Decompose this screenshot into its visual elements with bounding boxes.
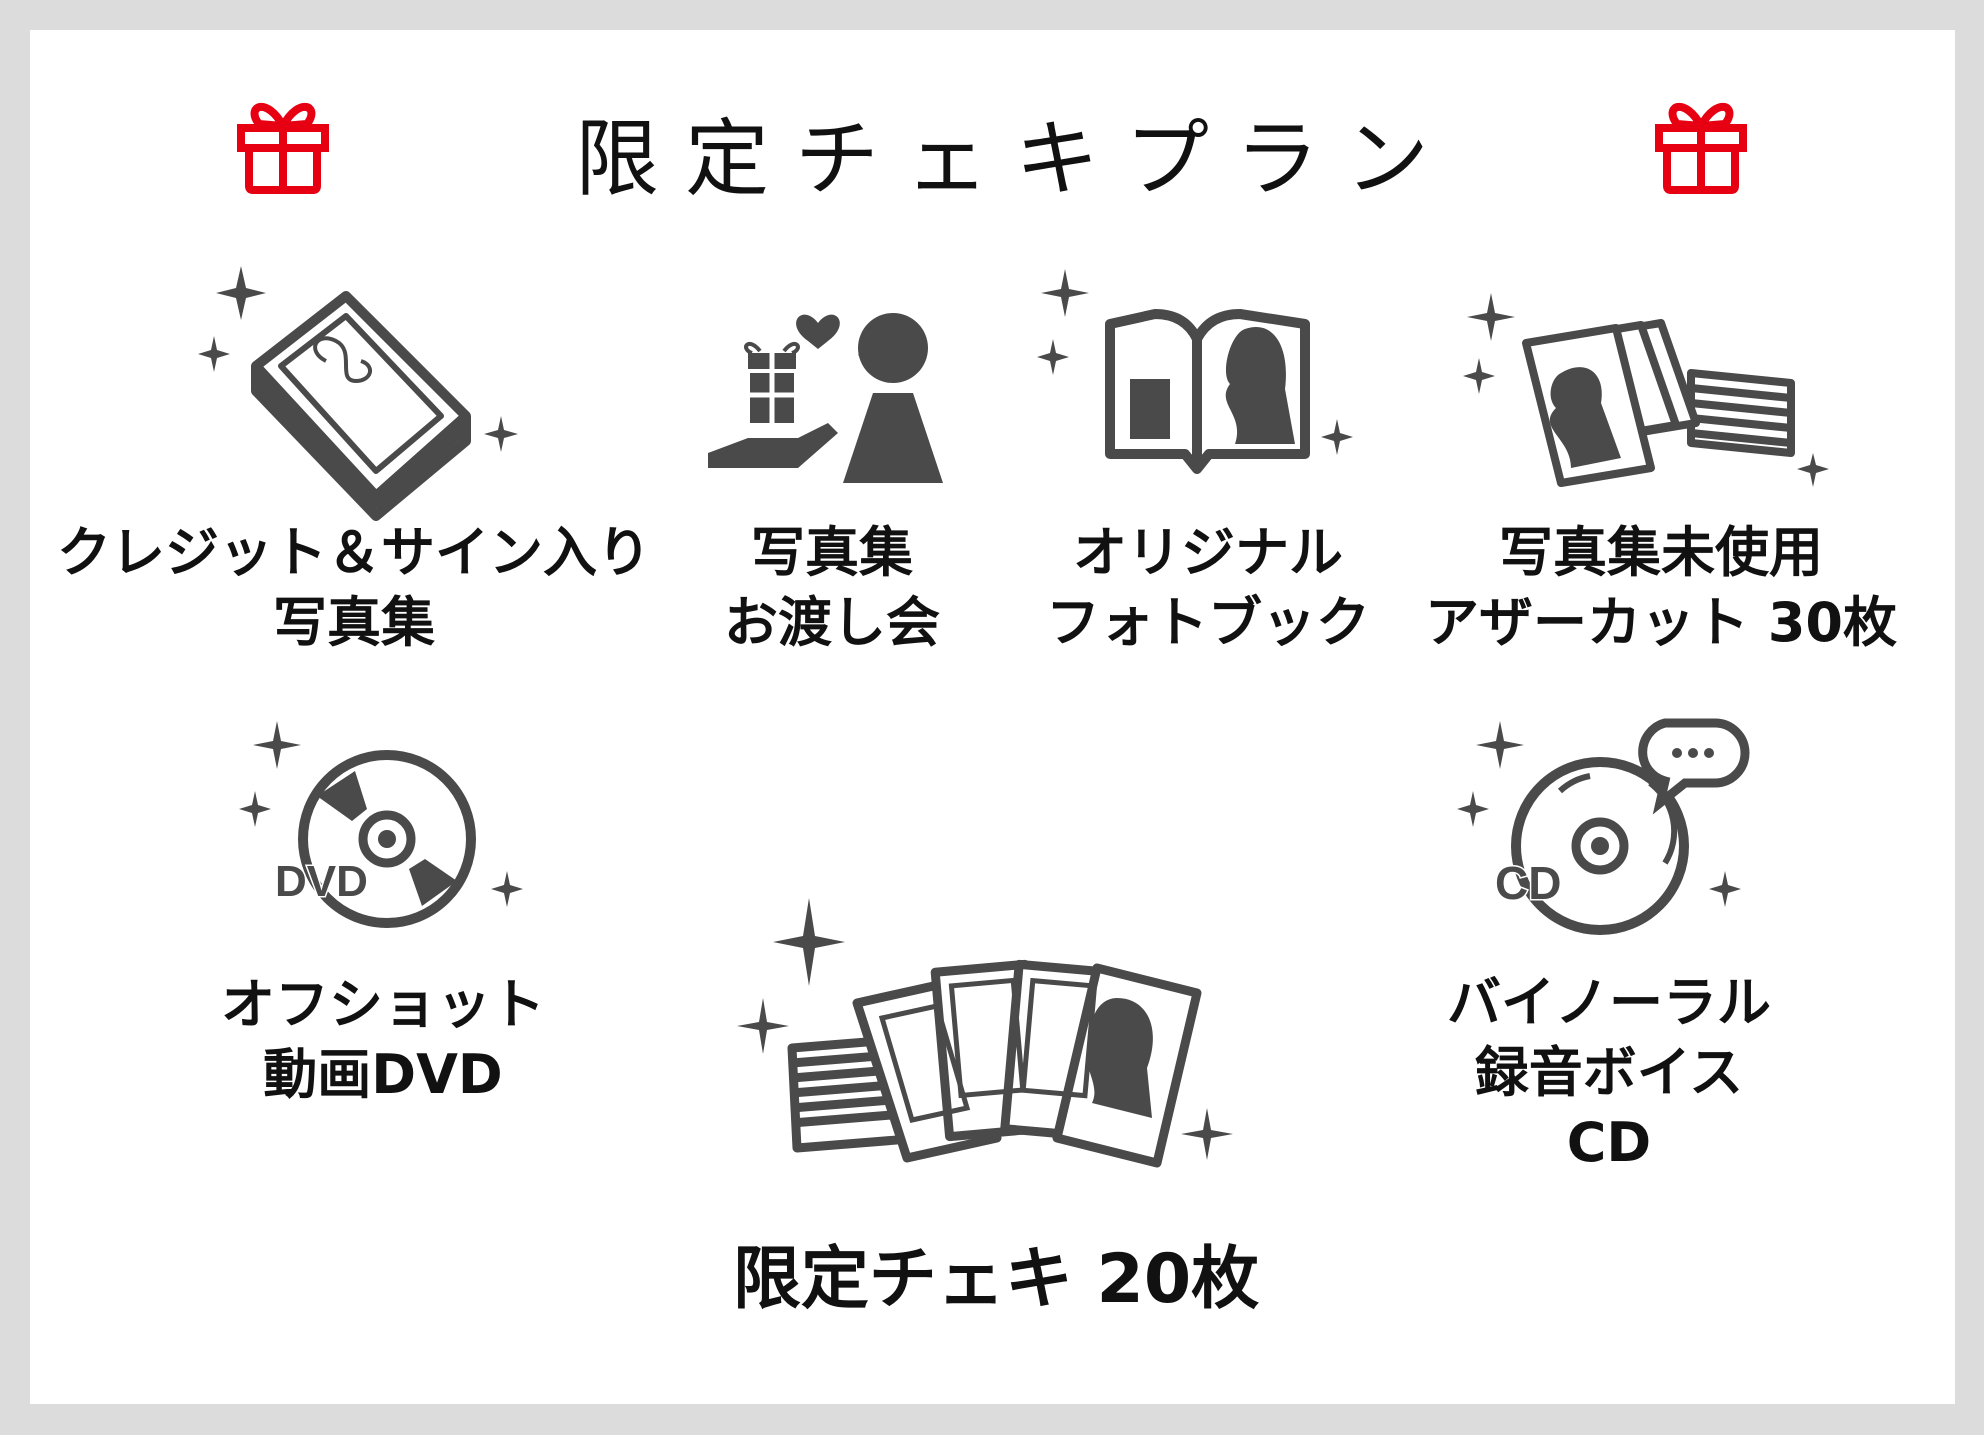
label-line: クレジット＆サイン入り bbox=[57, 521, 651, 584]
label-line: フォトブック bbox=[1046, 591, 1370, 654]
item-label-dvd: オフショット 動画DVD bbox=[221, 970, 545, 1110]
item-label-voice-cd: バイノーラル 録音ボイス CD bbox=[1447, 968, 1771, 1178]
open-photobook-icon bbox=[1037, 269, 1353, 474]
label-line: お渡し会 bbox=[724, 591, 940, 654]
photo-cards-icon bbox=[1463, 293, 1829, 487]
svg-text:DVD: DVD bbox=[275, 857, 368, 906]
label-line: 動画DVD bbox=[263, 1043, 503, 1106]
item-label-other-cuts: 写真集未使用 アザーカット 30枚 bbox=[1425, 518, 1897, 658]
label-line: 写真集 bbox=[273, 591, 435, 654]
item-label-signed-photobook: クレジット＆サイン入り 写真集 bbox=[57, 518, 651, 658]
item-label-handover: 写真集 お渡し会 bbox=[724, 518, 940, 658]
label-line: 写真集未使用 bbox=[1498, 521, 1823, 584]
label-line: 録音ボイス bbox=[1474, 1041, 1744, 1104]
gift-icon bbox=[1655, 102, 1747, 194]
label-line: オフショット bbox=[221, 973, 545, 1036]
item-label-original-photobook: オリジナル フォトブック bbox=[1046, 518, 1370, 658]
svg-text:CD: CD bbox=[1495, 857, 1561, 909]
label-line: CD bbox=[1566, 1111, 1652, 1174]
signed-photobook-icon bbox=[198, 266, 518, 521]
label-line: アザーカット 30枚 bbox=[1425, 591, 1897, 654]
main-item-label: 限定チェキ 20枚 bbox=[732, 1240, 1260, 1319]
plan-panel bbox=[30, 30, 1955, 1404]
gift-handover-icon bbox=[708, 313, 943, 483]
label-line: 写真集 bbox=[751, 521, 913, 584]
gift-icon bbox=[237, 102, 329, 194]
voice-cd-icon: CD bbox=[1457, 718, 1750, 935]
label-line: オリジナル bbox=[1073, 521, 1343, 584]
cheki-cards-icon bbox=[737, 898, 1233, 1168]
page-title: 限定チェキプラン bbox=[574, 110, 1455, 208]
label-line: バイノーラル bbox=[1447, 971, 1771, 1034]
dvd-icon: DVD bbox=[239, 721, 523, 928]
